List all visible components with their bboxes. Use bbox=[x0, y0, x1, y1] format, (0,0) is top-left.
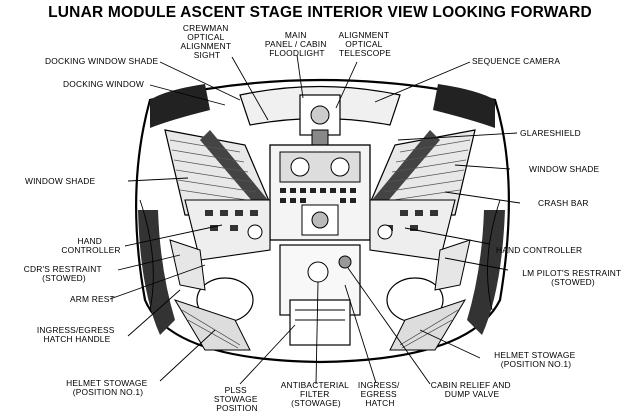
label-cabin-relief-valve: CABIN RELIEF AND DUMP VALVE bbox=[431, 380, 514, 399]
label-docking-window: DOCKING WINDOW bbox=[63, 79, 144, 89]
label-crash-bar: CRASH BAR bbox=[538, 198, 589, 208]
label-arm-rest: ARM REST bbox=[70, 294, 115, 304]
label-window-shade-left: WINDOW SHADE bbox=[25, 176, 96, 186]
label-plss-stowage: PLSS STOWAGE POSITION bbox=[214, 385, 260, 413]
label-lmp-restraint: LM PILOT'S RESTRAINT (STOWED) bbox=[522, 268, 624, 287]
page-title: LUNAR MODULE ASCENT STAGE INTERIOR VIEW … bbox=[48, 4, 592, 21]
label-main-panel: MAIN PANEL / CABIN FLOODLIGHT bbox=[265, 30, 329, 58]
main-panel bbox=[269, 144, 371, 241]
side-consoles bbox=[184, 199, 456, 261]
label-glareshield: GLARESHIELD bbox=[520, 128, 581, 138]
label-helmet-stowage-left: HELMET STOWAGE (POSITION NO.1) bbox=[66, 378, 150, 397]
stowage bbox=[169, 239, 471, 351]
label-hand-controller-right: HAND CONTROLLER bbox=[496, 245, 582, 255]
label-ingress-hatch-handle: INGRESS/EGRESS HATCH HANDLE bbox=[37, 325, 117, 344]
label-sequence-camera: SEQUENCE CAMERA bbox=[472, 56, 560, 66]
lower-pedestal bbox=[279, 244, 361, 346]
windows bbox=[164, 129, 476, 216]
label-helmet-stowage-right: HELMET STOWAGE (POSITION NO.1) bbox=[494, 350, 578, 369]
label-cdr-restraint: CDR'S RESTRAINT (STOWED) bbox=[24, 264, 105, 283]
overhead-hatch bbox=[239, 85, 401, 153]
callout-labels: CREWMAN OPTICAL ALIGNMENT SIGHT MAIN PAN… bbox=[24, 23, 624, 413]
label-hand-controller-left: HAND CONTROLLER bbox=[61, 236, 120, 255]
label-antibacterial-filter: ANTIBACTERIAL FILTER (STOWAGE) bbox=[281, 380, 351, 408]
label-crewman-sight: CREWMAN OPTICAL ALIGNMENT SIGHT bbox=[180, 23, 233, 60]
leader-lines bbox=[109, 54, 521, 385]
label-ingress-egress-hatch: INGRESS/ EGRESS HATCH bbox=[358, 380, 402, 408]
label-docking-window-shade: DOCKING WINDOW SHADE bbox=[45, 56, 159, 66]
label-telescope: ALIGNMENT OPTICAL TELESCOPE bbox=[338, 30, 391, 58]
label-window-shade-right: WINDOW SHADE bbox=[529, 164, 600, 174]
